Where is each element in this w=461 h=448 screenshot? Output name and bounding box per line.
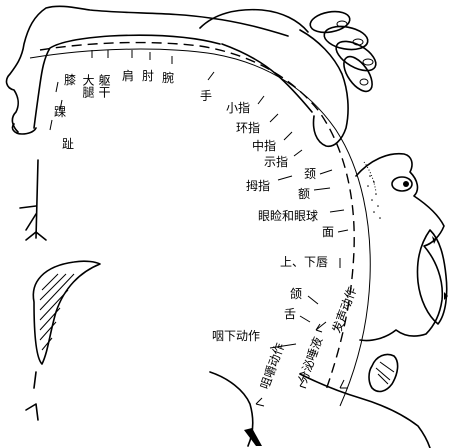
arrows	[255, 321, 348, 407]
label-toe: 趾	[62, 137, 74, 151]
mouth-outline	[416, 229, 448, 325]
label-hip: 大腿	[81, 74, 95, 98]
teeth	[432, 236, 448, 300]
fingers	[309, 10, 377, 93]
label-face: 面	[322, 225, 334, 239]
label-jaw: 颌	[290, 286, 302, 301]
tongue-shape	[368, 353, 399, 393]
pupil	[403, 181, 409, 187]
homunculus-face	[209, 152, 448, 448]
label-neck: 颈	[304, 167, 316, 181]
label-lips: 上、下唇	[280, 255, 328, 269]
label-trunk: 躯干	[97, 73, 111, 98]
jaw-outline	[299, 373, 431, 448]
label-tongue: 舌	[284, 307, 296, 321]
leg-outline	[5, 5, 289, 133]
cheek-stipple	[363, 161, 377, 193]
eye	[391, 176, 413, 192]
face-outline	[355, 152, 445, 342]
cheek-dots	[367, 175, 381, 219]
label-eyelid-eyeball: 眼睑和眼球	[258, 209, 318, 223]
hatched-crescent	[32, 260, 101, 365]
label-mastication: 咀嚼动作	[258, 341, 288, 391]
left-sketches	[19, 159, 101, 421]
label-shoulder: 肩	[122, 68, 134, 83]
throat-filled	[244, 428, 262, 446]
throat-outline	[209, 371, 254, 447]
label-ring-finger: 环指	[236, 120, 260, 135]
label-wrist: 腕	[162, 70, 174, 85]
label-middle-finger: 中指	[252, 138, 276, 153]
label-swallowing: 咽下动作	[212, 329, 260, 343]
label-little-finger: 小指	[226, 100, 250, 115]
label-brow: 额	[298, 187, 310, 201]
label-ankle: 踝	[54, 105, 66, 119]
hand-outline	[299, 29, 349, 148]
foot-outline	[11, 123, 37, 135]
label-thumb: 拇指	[246, 178, 270, 193]
leg-inner-outline	[33, 34, 221, 129]
label-knee: 膝	[64, 73, 76, 87]
leader-lines	[49, 50, 349, 349]
label-salivation: 分泌唾液	[295, 335, 326, 385]
arm-outline	[199, 8, 309, 33]
label-elbow: 肘	[142, 68, 154, 83]
label-hand: 手	[200, 89, 212, 103]
label-index-finger: 示指	[264, 154, 288, 169]
homunculus-body	[5, 5, 377, 148]
label-vocalization: 发声动作	[329, 285, 360, 335]
motor-strip-dashed	[39, 41, 355, 391]
motor-strip-solid	[29, 48, 371, 407]
